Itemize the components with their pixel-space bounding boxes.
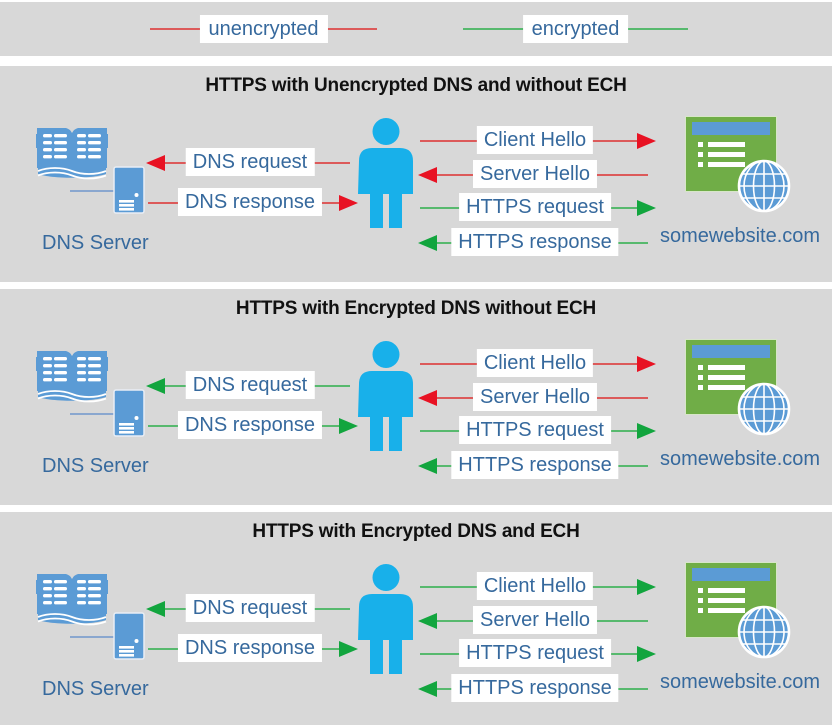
arrowhead-icon: [637, 646, 656, 662]
message-label: Server Hello: [472, 383, 598, 411]
panel-title: HTTPS with Encrypted DNS and ECH: [252, 521, 580, 542]
arrowhead-icon: [418, 458, 437, 474]
connector-line: [70, 636, 116, 638]
arrowhead-icon: [637, 423, 656, 439]
arrowhead-icon: [339, 641, 358, 657]
arrowhead-icon: [339, 418, 358, 434]
message-arrow: DNS request: [146, 371, 352, 400]
arrowhead-icon: [146, 155, 165, 171]
browser-titlebar: [692, 345, 770, 358]
person-icon: [358, 564, 413, 674]
message-label: DNS response: [177, 411, 323, 439]
scenario-panel: HTTPS with Unencrypted DNS and without E…: [0, 66, 832, 282]
dns-server-label: DNS Server: [42, 232, 149, 254]
arrowhead-icon: [339, 195, 358, 211]
message-label: DNS response: [177, 188, 323, 216]
message-arrow: HTTPS request: [420, 193, 656, 222]
arrowhead-icon: [146, 601, 165, 617]
message-label: Client Hello: [476, 126, 594, 154]
website-icon: [685, 116, 795, 222]
arrowhead-icon: [637, 133, 656, 149]
message-arrow: DNS response: [148, 188, 358, 217]
person-icon: [358, 118, 413, 228]
message-label: DNS request: [185, 371, 315, 399]
message-arrow: Server Hello: [418, 160, 650, 189]
arrowhead-icon: [418, 681, 437, 697]
message-arrow: DNS request: [146, 594, 352, 623]
message-arrow: DNS request: [146, 148, 352, 177]
website-icon: [685, 339, 795, 445]
website-icon: [685, 562, 795, 668]
message-arrow: HTTPS response: [418, 451, 650, 480]
message-label: HTTPS response: [451, 228, 619, 256]
message-arrow: Server Hello: [418, 606, 650, 635]
book-icon: [36, 574, 108, 626]
message-label: Client Hello: [476, 349, 594, 377]
book-icon: [36, 128, 108, 180]
browser-titlebar: [692, 122, 770, 135]
message-arrow: HTTPS request: [420, 639, 656, 668]
arrowhead-icon: [418, 390, 437, 406]
message-label: HTTPS response: [451, 451, 619, 479]
message-label: DNS request: [185, 594, 315, 622]
message-label: HTTPS request: [459, 639, 611, 667]
scenario-panel: HTTPS with Encrypted DNS and ECH: [0, 512, 832, 725]
message-arrow: DNS response: [148, 634, 358, 663]
panel-title: HTTPS with Unencrypted DNS and without E…: [205, 75, 627, 96]
arrowhead-icon: [637, 356, 656, 372]
dns-server-label: DNS Server: [42, 455, 149, 477]
website-label: somewebsite.com: [659, 671, 821, 693]
message-label: Server Hello: [472, 606, 598, 634]
legend-bar: unencrypted encrypted: [0, 2, 832, 56]
message-label: DNS request: [185, 148, 315, 176]
message-arrow: HTTPS response: [418, 228, 650, 257]
message-label: HTTPS request: [459, 416, 611, 444]
panel-title: HTTPS with Encrypted DNS without ECH: [235, 298, 597, 319]
legend-item-unencrypted: unencrypted: [150, 2, 377, 56]
message-arrow: Server Hello: [418, 383, 650, 412]
arrowhead-icon: [418, 167, 437, 183]
book-icon: [36, 351, 108, 403]
server-icon: [113, 166, 145, 214]
message-arrow: HTTPS response: [418, 674, 650, 703]
arrowhead-icon: [637, 579, 656, 595]
globe-icon: [737, 382, 791, 436]
dns-server-label: DNS Server: [42, 678, 149, 700]
scenario-panel: HTTPS with Encrypted DNS without ECH: [0, 289, 832, 505]
server-icon: [113, 389, 145, 437]
message-label: HTTPS request: [459, 193, 611, 221]
server-icon: [113, 612, 145, 660]
connector-line: [70, 190, 116, 192]
message-label: DNS response: [177, 634, 323, 662]
browser-titlebar: [692, 568, 770, 581]
message-arrow: Client Hello: [420, 126, 656, 155]
arrowhead-icon: [637, 200, 656, 216]
message-arrow: DNS response: [148, 411, 358, 440]
legend-label-encrypted: encrypted: [522, 15, 629, 43]
message-label: HTTPS response: [451, 674, 619, 702]
person-icon: [358, 341, 413, 451]
message-label: Server Hello: [472, 160, 598, 188]
arrowhead-icon: [418, 613, 437, 629]
website-label: somewebsite.com: [659, 225, 821, 247]
website-label: somewebsite.com: [659, 448, 821, 470]
message-arrow: HTTPS request: [420, 416, 656, 445]
message-label: Client Hello: [476, 572, 594, 600]
legend-label-unencrypted: unencrypted: [199, 15, 328, 43]
globe-icon: [737, 159, 791, 213]
arrowhead-icon: [146, 378, 165, 394]
message-arrow: Client Hello: [420, 572, 656, 601]
message-arrow: Client Hello: [420, 349, 656, 378]
connector-line: [70, 413, 116, 415]
globe-icon: [737, 605, 791, 659]
legend-item-encrypted: encrypted: [463, 2, 688, 56]
panels-container: HTTPS with Unencrypted DNS and without E…: [0, 66, 832, 725]
arrowhead-icon: [418, 235, 437, 251]
browser-window-icon: [685, 339, 777, 415]
